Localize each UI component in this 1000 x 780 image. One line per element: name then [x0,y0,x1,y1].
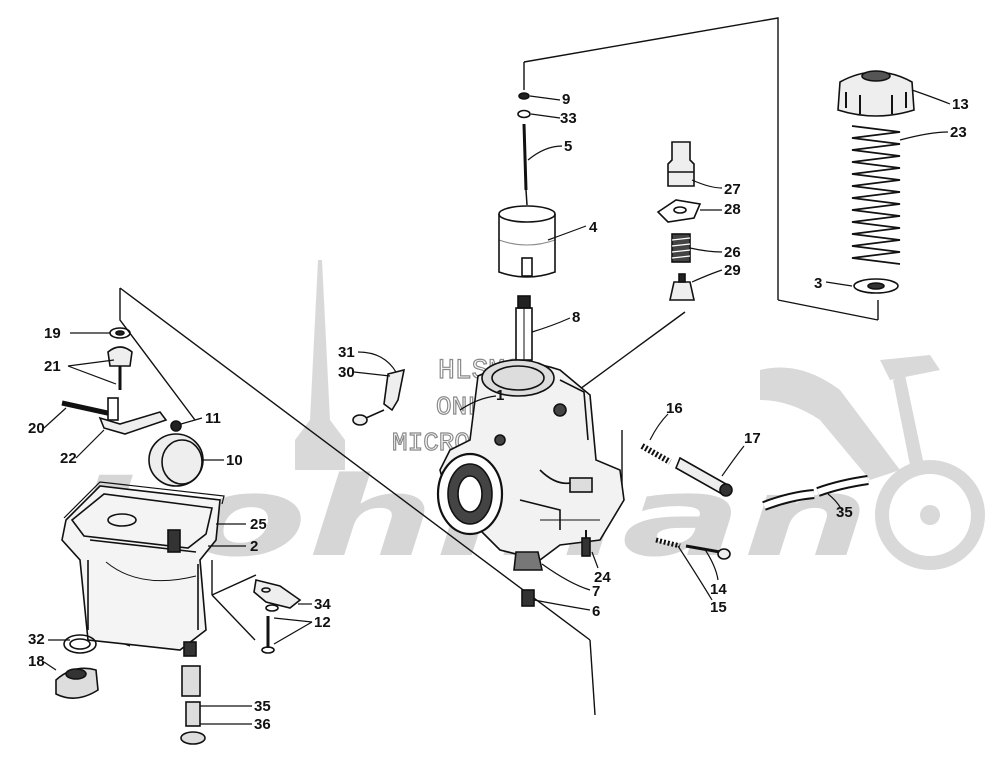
part-clip-9 [518,92,530,100]
callout-13: 13 [952,96,969,113]
callout-7: 7 [592,583,600,600]
part-pin-20 [61,400,113,417]
callout-22: 22 [60,450,77,467]
part-spring-15 [655,537,681,549]
part-needle-jet-8 [515,295,533,361]
leader-lines [43,89,951,725]
callout-33: 33 [560,110,577,127]
part-lever-31 [383,368,406,412]
callout-23: 23 [950,124,967,141]
callout-19: 19 [44,325,61,342]
part-top-cap-13 [837,70,915,117]
callout-12: 12 [314,614,331,631]
callout-18: 18 [28,653,45,670]
callout-9: 9 [562,91,570,108]
callout-16: 16 [666,400,683,417]
callout-11: 11 [205,410,221,427]
watermark-motorcycle [760,355,985,570]
part-tube-35-lower [181,641,201,697]
part-spring-16 [640,443,672,465]
part-screw-21 [107,346,133,390]
part-float-valve-29 [669,273,695,301]
callout-3: 3 [814,275,822,292]
callout-30: 30 [338,364,355,381]
callout-1: 1 [496,387,504,404]
part-float-bowl-2 [61,485,221,651]
callout-27: 27 [724,181,741,198]
callout-21: 21 [44,358,61,375]
part-o-ring-32 [63,634,97,654]
callout-35-lower: 35 [254,698,271,715]
callout-14: 14 [710,581,727,598]
callout-26: 26 [724,244,741,261]
boundary-lines [89,17,879,716]
part-screw-17 [674,456,733,497]
part-spring-26 [671,233,691,263]
part-washer-33 [517,109,531,119]
callout-24: 24 [594,569,611,586]
part-main-jet-6 [521,589,535,607]
part-throttle-slide-4 [498,205,556,278]
part-jet-holder-7 [513,551,543,571]
part-ball-11 [170,420,182,432]
part-jet-needle-5 [522,123,528,206]
callout-8: 8 [572,309,580,326]
part-washer-19 [109,327,131,339]
part-slide-spring-23 [851,125,901,265]
callout-4: 4 [589,219,598,236]
callout-25: 25 [250,516,267,533]
part-screw-14 [685,544,731,560]
callout-6: 6 [592,603,600,620]
parts [55,70,915,745]
callout-5: 5 [564,138,572,155]
part-float-arm-22 [98,397,168,435]
part-bracket-34 [253,579,302,612]
part-float-10 [148,433,204,487]
part-gasket-25 [63,481,225,519]
part-float-valve-seat-27 [667,141,695,187]
part-washer-3 [853,278,899,294]
part-carburetor-body-1 [436,359,625,561]
callout-31: 31 [338,344,355,361]
callout-10: 10 [226,452,243,469]
part-screws-12 [261,616,275,654]
callout-34: 34 [314,596,331,613]
callout-36: 36 [254,716,271,733]
part-bolt-36 [180,701,206,745]
callout-2: 2 [250,538,258,555]
part-screw-30 [352,409,385,426]
callout-15: 15 [710,599,727,616]
watermark-spire [295,260,345,470]
part-hose-35-right [762,475,869,511]
part-gasket-28 [656,199,702,223]
callout-28: 28 [724,201,741,218]
callout-17: 17 [744,430,761,447]
callout-20: 20 [28,420,45,437]
callout-labels: 9 33 5 4 8 13 23 27 28 26 29 3 19 21 20 … [28,91,969,733]
callout-29: 29 [724,262,741,279]
part-screw-24 [581,530,591,557]
callout-35-right: 35 [836,504,853,521]
callout-32: 32 [28,631,45,648]
part-drain-plug-18 [55,667,99,699]
